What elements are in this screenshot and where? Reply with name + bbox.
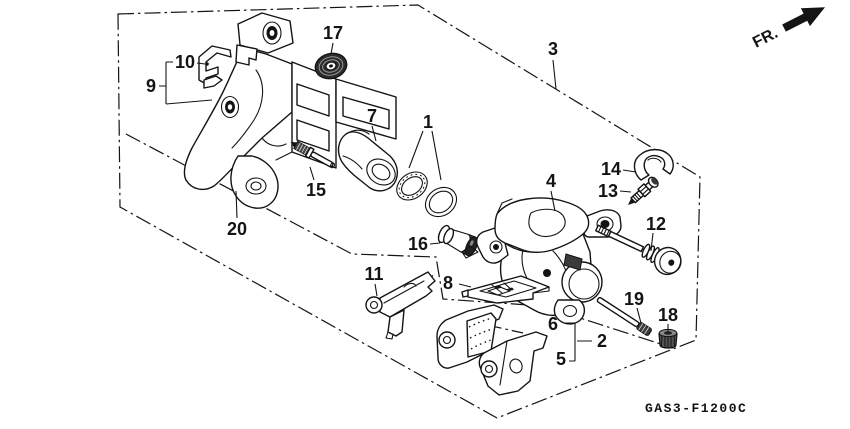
part-label-11: 11 bbox=[364, 264, 383, 284]
fr-direction-indicator: FR. bbox=[750, 7, 826, 52]
part-number-labels: 1 2 3 4 5 6 7 8 9 10 11 12 13 14 15 16 1… bbox=[146, 23, 678, 369]
part-label-2: 2 bbox=[597, 331, 607, 351]
boot-16-drawing bbox=[437, 224, 479, 257]
callout-leader-lines bbox=[159, 42, 669, 362]
piston-drawing bbox=[337, 129, 399, 192]
pin-bolt-15-drawing bbox=[290, 140, 336, 169]
part-label-16: 16 bbox=[408, 234, 428, 254]
part-label-10: 10 bbox=[175, 52, 195, 72]
pin-bolt-12-drawing bbox=[595, 224, 682, 276]
part-label-12: 12 bbox=[646, 214, 666, 234]
part-label-20: 20 bbox=[227, 219, 247, 239]
part-label-5: 5 bbox=[556, 349, 566, 369]
pad-retainer-plate-drawing bbox=[461, 275, 550, 304]
part-label-8: 8 bbox=[443, 273, 453, 293]
part-label-19: 19 bbox=[624, 289, 644, 309]
brake-pad-inner-drawing bbox=[436, 304, 504, 369]
part-label-6: 6 bbox=[548, 314, 558, 334]
pin-plug-cap-drawing bbox=[658, 328, 678, 349]
caliper-body-drawing bbox=[461, 197, 622, 325]
part-label-3: 3 bbox=[548, 39, 558, 59]
part-label-13: 13 bbox=[598, 181, 618, 201]
part-label-4: 4 bbox=[546, 171, 556, 191]
part-label-14: 14 bbox=[601, 159, 621, 179]
retainer-clip-14-drawing bbox=[633, 148, 674, 181]
pad-retainer-clip-drawing bbox=[198, 45, 232, 89]
brake-pad-outer-drawing bbox=[478, 331, 548, 396]
part-label-15: 15 bbox=[306, 180, 326, 200]
boot-grommet-drawing bbox=[314, 52, 348, 80]
part-label-18: 18 bbox=[658, 305, 678, 325]
part-label-9: 9 bbox=[146, 76, 156, 96]
pad-pin-19-drawing bbox=[596, 296, 652, 336]
part-label-7: 7 bbox=[367, 106, 377, 126]
part-label-17: 17 bbox=[323, 23, 343, 43]
pad-spring-drawing bbox=[365, 271, 436, 340]
seal-set-drawing bbox=[396, 171, 458, 218]
fr-arrow-icon bbox=[782, 7, 826, 32]
caliper-bracket-drawing bbox=[183, 12, 397, 209]
fr-label: FR. bbox=[750, 25, 781, 52]
part-label-1: 1 bbox=[423, 112, 433, 132]
bleeder-screw-drawing bbox=[628, 176, 659, 205]
diagram-code: GAS3-F1200C bbox=[645, 401, 747, 416]
